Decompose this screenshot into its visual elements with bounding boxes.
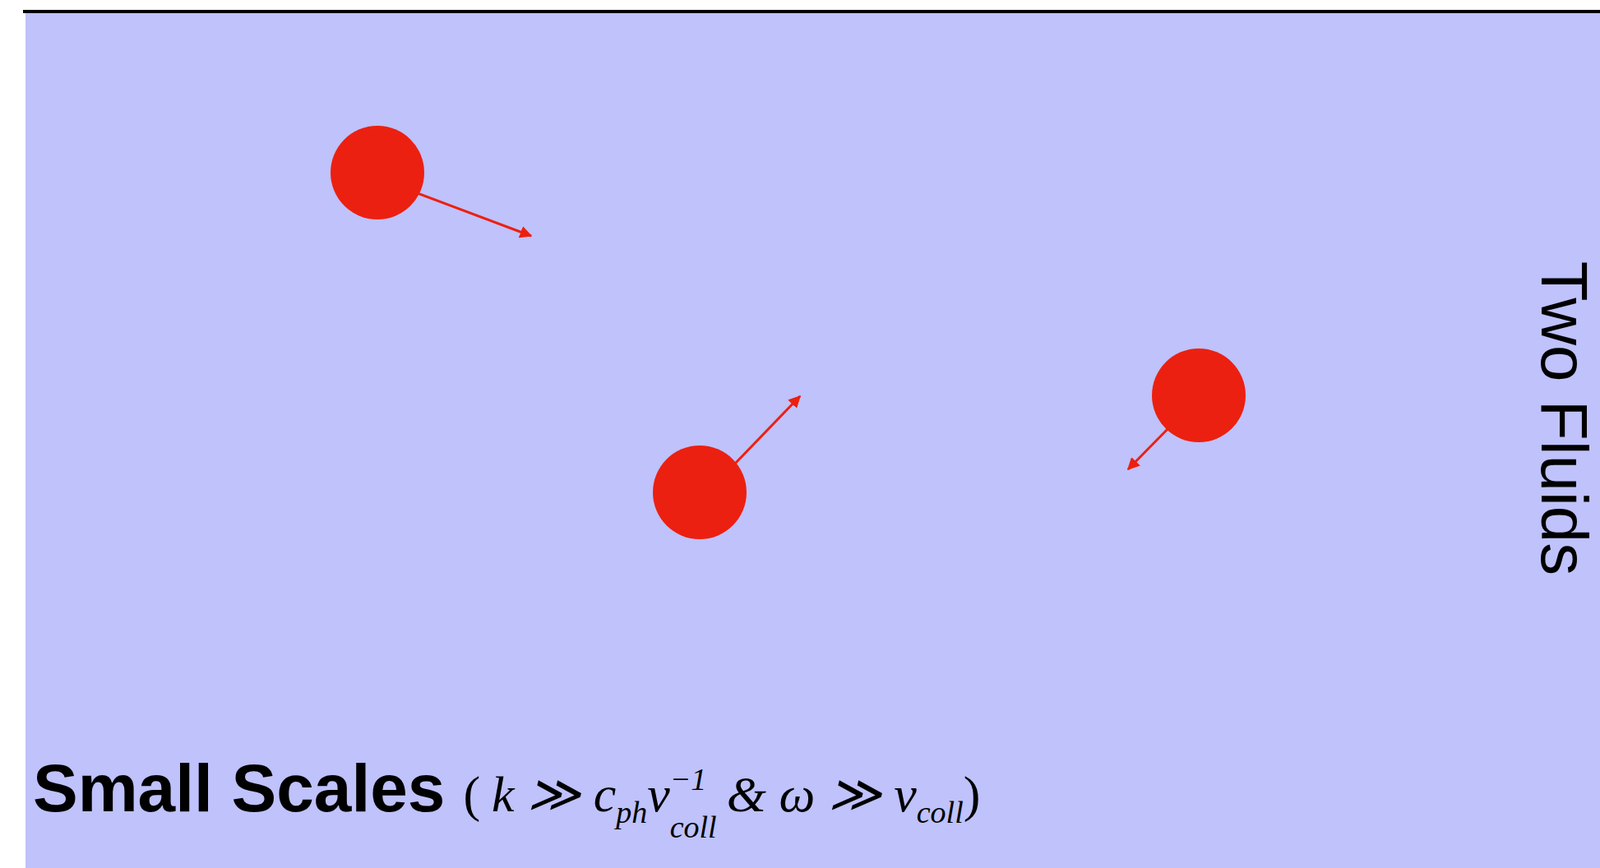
math-text: ν: [647, 765, 671, 824]
heading-text: Small Scales: [32, 749, 445, 828]
scale-condition: Small Scales(k ≫ cphν−1coll& ω ≫ νcoll): [32, 749, 981, 848]
math-paren: (: [462, 765, 481, 824]
math-subscript: coll: [916, 794, 964, 831]
math-text: & ω ≫ ν: [726, 763, 917, 824]
math-text: k ≫ c: [491, 763, 616, 824]
math-superscript: −1: [670, 763, 708, 796]
math-subscript: coll: [670, 811, 717, 843]
math-paren: ): [963, 765, 981, 824]
side-label: Two Fluids: [1526, 261, 1600, 576]
velocity-arrow: [735, 396, 800, 464]
velocity-arrow: [1128, 426, 1170, 470]
math-subscript: ph: [615, 794, 648, 831]
side-label-text: Two Fluids: [1527, 261, 1600, 576]
particle: [1151, 348, 1246, 443]
particle: [330, 125, 425, 220]
velocity-arrow: [415, 192, 532, 236]
background-fluid: [25, 12, 1600, 868]
top-rule: [23, 9, 1600, 14]
sub-sup-stack: −1coll: [670, 791, 717, 855]
particle: [652, 445, 747, 540]
